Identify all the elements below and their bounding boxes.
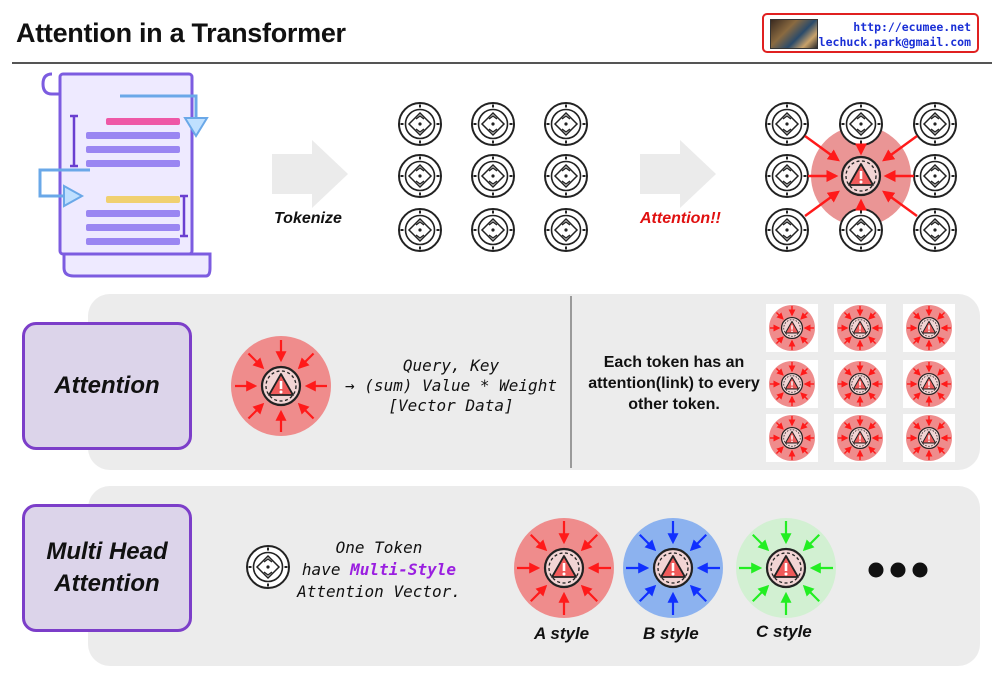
token-icon [398, 102, 442, 146]
desc-line: Attention Vector. [297, 582, 461, 601]
token-icon [839, 102, 883, 146]
token-icon [839, 208, 883, 252]
multihead-heading-line2: Attention [54, 570, 160, 597]
attention-halo [811, 126, 911, 226]
token-icon [913, 154, 957, 198]
arrow-right-icon [640, 140, 716, 208]
warning-icon [840, 155, 882, 197]
contact-box: http://ecumee.net lechuck.park@gmail.com [762, 13, 979, 53]
tokenize-label: Tokenize [274, 210, 342, 227]
arrow-right-icon [272, 140, 348, 208]
contact-url-link[interactable]: http://ecumee.net [853, 20, 971, 34]
multihead-heading-line1: Multi Head [46, 538, 168, 565]
multistyle-description: One Token have Multi-Style Attention Vec… [294, 537, 464, 603]
formula-text: Query, Key → (sum) Value * Weight [Vecto… [340, 356, 562, 416]
multistyle-highlight: Multi-Style [350, 560, 457, 579]
style-label-b: B style [643, 624, 699, 643]
page-title: Attention in a Transformer [16, 18, 346, 48]
document-icon [38, 72, 212, 278]
token-icon [398, 154, 442, 198]
link-description: Each token has an attention(link) to eve… [588, 354, 760, 413]
attention-heading: Attention [54, 372, 160, 399]
token-icon [544, 154, 588, 198]
attention-grid [765, 102, 957, 252]
author-thumbnail [770, 19, 818, 49]
token-grid [398, 102, 588, 252]
panel-divider [570, 296, 572, 468]
title-divider [12, 62, 992, 64]
token-icon [471, 154, 515, 198]
multihead-heading-box: Multi Head Attention [22, 504, 192, 632]
attention-label: Attention!! [640, 210, 721, 227]
token-icon [765, 154, 809, 198]
desc-line: One Token [335, 538, 423, 557]
token-icon [471, 102, 515, 146]
style-label-a: A style [534, 624, 590, 643]
formula-line: Query, Key [402, 356, 500, 375]
token-icon [765, 208, 809, 252]
token-icon [544, 102, 588, 146]
attention-heading-box: Attention [22, 322, 192, 450]
formula-line: → (sum) Value * Weight [345, 376, 557, 395]
token-icon [765, 102, 809, 146]
token-icon [471, 208, 515, 252]
token-icon [398, 208, 442, 252]
token-icon [913, 102, 957, 146]
desc-line-prefix: have [301, 560, 351, 579]
formula-line: [Vector Data] [388, 396, 514, 415]
token-icon [544, 208, 588, 252]
token-icon [913, 208, 957, 252]
contact-email-link[interactable]: lechuck.park@gmail.com [818, 35, 971, 49]
style-label-c: C style [756, 622, 812, 641]
